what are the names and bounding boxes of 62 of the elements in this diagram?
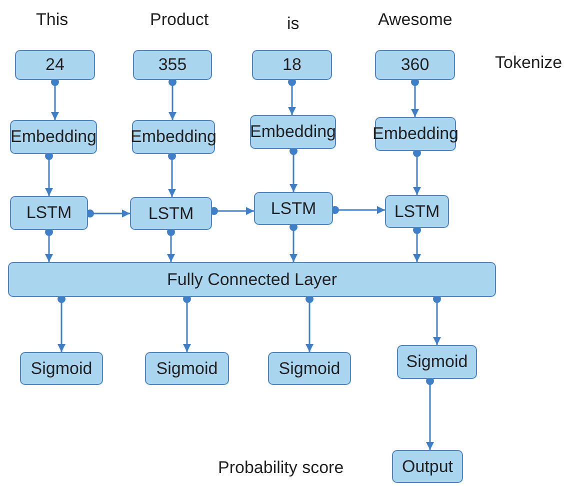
box-label: Sigmoid — [156, 358, 218, 378]
arrow — [290, 223, 298, 262]
layer-box — [10, 196, 88, 230]
layer-box — [252, 50, 332, 80]
arrow — [168, 78, 176, 120]
layer-box — [397, 345, 477, 379]
input-word: Awesome — [378, 10, 452, 30]
box-label: Embedding — [250, 122, 336, 142]
input-word: Product — [150, 10, 209, 30]
arrow — [433, 295, 441, 345]
layer-box — [20, 352, 103, 385]
layer-box — [133, 50, 212, 80]
layer-box — [375, 117, 456, 151]
arrow — [51, 78, 59, 120]
box-label: LSTM — [270, 198, 316, 218]
layer-box — [385, 195, 449, 228]
arrow — [413, 149, 421, 195]
input-word: is — [287, 14, 300, 34]
layer-box — [392, 450, 463, 483]
box-label: LSTM — [394, 202, 440, 222]
arrow — [331, 206, 385, 214]
layer-box — [130, 197, 212, 230]
layer-box — [254, 192, 333, 225]
layer-box — [132, 120, 215, 154]
box-label: Embedding — [130, 127, 217, 147]
arrow — [426, 377, 434, 450]
arrow — [210, 207, 254, 215]
annotation: Tokenize — [495, 53, 562, 73]
box-label: Fully Connected Layer — [166, 270, 338, 290]
box-label: 18 — [282, 55, 302, 75]
box-label: Sigmoid — [406, 352, 468, 372]
arrow — [45, 152, 53, 196]
box-label: Embedding — [10, 127, 97, 147]
box-label: Output — [402, 456, 454, 476]
layer-box — [8, 262, 496, 297]
arrow — [45, 228, 53, 262]
box-label: LSTM — [26, 203, 72, 223]
box-label: 355 — [158, 55, 187, 75]
layer-box — [145, 352, 229, 385]
layer-box — [250, 115, 336, 149]
box-label: 360 — [400, 55, 430, 75]
arrow — [411, 78, 419, 117]
layer-box — [15, 50, 95, 80]
layer-box — [375, 50, 455, 80]
arrow — [413, 226, 421, 262]
layer-box — [10, 120, 97, 154]
arrow — [168, 152, 176, 197]
box-label: 24 — [46, 55, 64, 75]
arrow — [306, 295, 314, 352]
box-label: LSTM — [148, 204, 194, 224]
layer-box — [268, 352, 351, 385]
arrow — [167, 228, 175, 262]
box-label: Sigmoid — [30, 358, 92, 378]
arrow — [58, 295, 66, 352]
arrow — [288, 78, 296, 115]
annotation: Probability score — [218, 458, 344, 478]
box-label: Sigmoid — [278, 358, 340, 378]
arrow — [86, 210, 130, 218]
input-word: This — [36, 10, 68, 30]
arrow — [290, 147, 298, 192]
arrow — [183, 295, 191, 352]
box-label: Embedding — [372, 124, 459, 144]
